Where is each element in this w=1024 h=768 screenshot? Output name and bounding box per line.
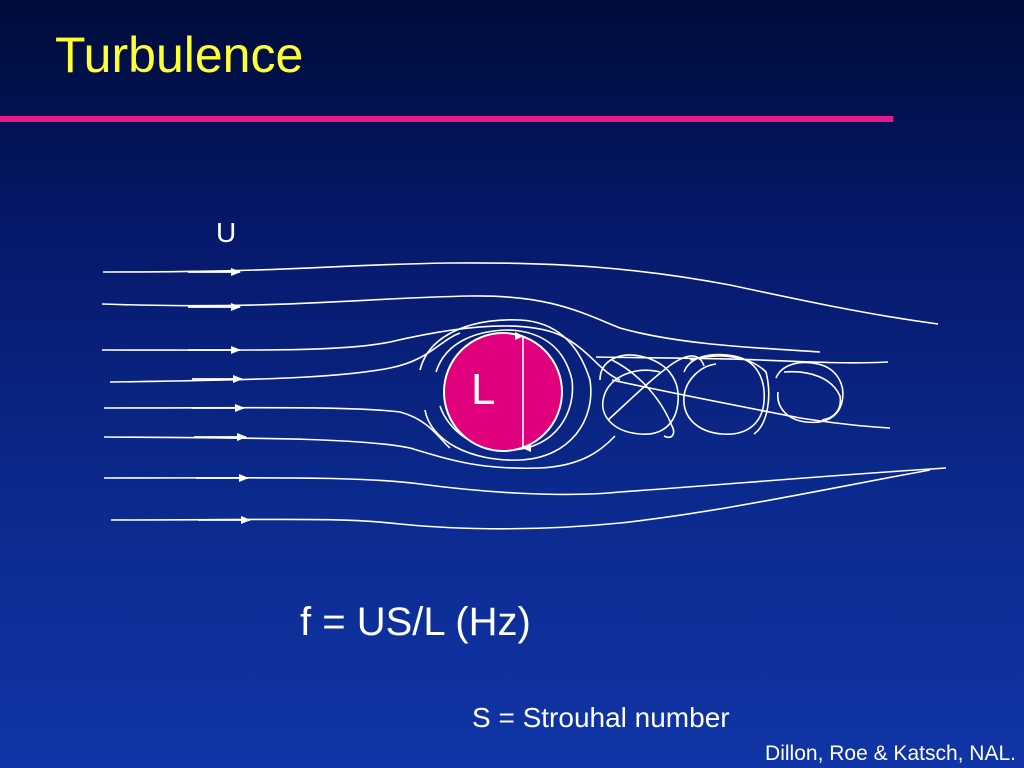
vortex [775,361,844,424]
vortex [689,355,770,435]
streamline [110,469,931,530]
streamline [101,295,821,353]
wake-envelope [419,318,592,461]
cylinder-label: L [471,365,495,414]
vortex [683,353,766,435]
vortex-street [599,353,844,439]
streamline [103,435,616,470]
streamline [103,406,451,449]
streamline [102,262,939,325]
streamline [109,332,461,383]
flow-arrows [188,268,251,524]
slide-title: Turbulence [55,27,304,83]
title-underline [0,116,893,122]
vortex [783,370,842,421]
frequency-formula: f = US/L (Hz) [300,600,531,644]
vortex [599,354,679,435]
velocity-label: U [216,217,236,248]
source-credit: Dillon, Roe & Katsch, NAL. [765,742,1016,765]
vortex [611,359,675,439]
streamlines [101,262,947,530]
cylinder [443,332,563,452]
streamline [101,325,621,381]
streamline [103,467,947,496]
streamline [611,379,891,429]
strouhal-definition: S = Strouhal number [472,702,730,733]
